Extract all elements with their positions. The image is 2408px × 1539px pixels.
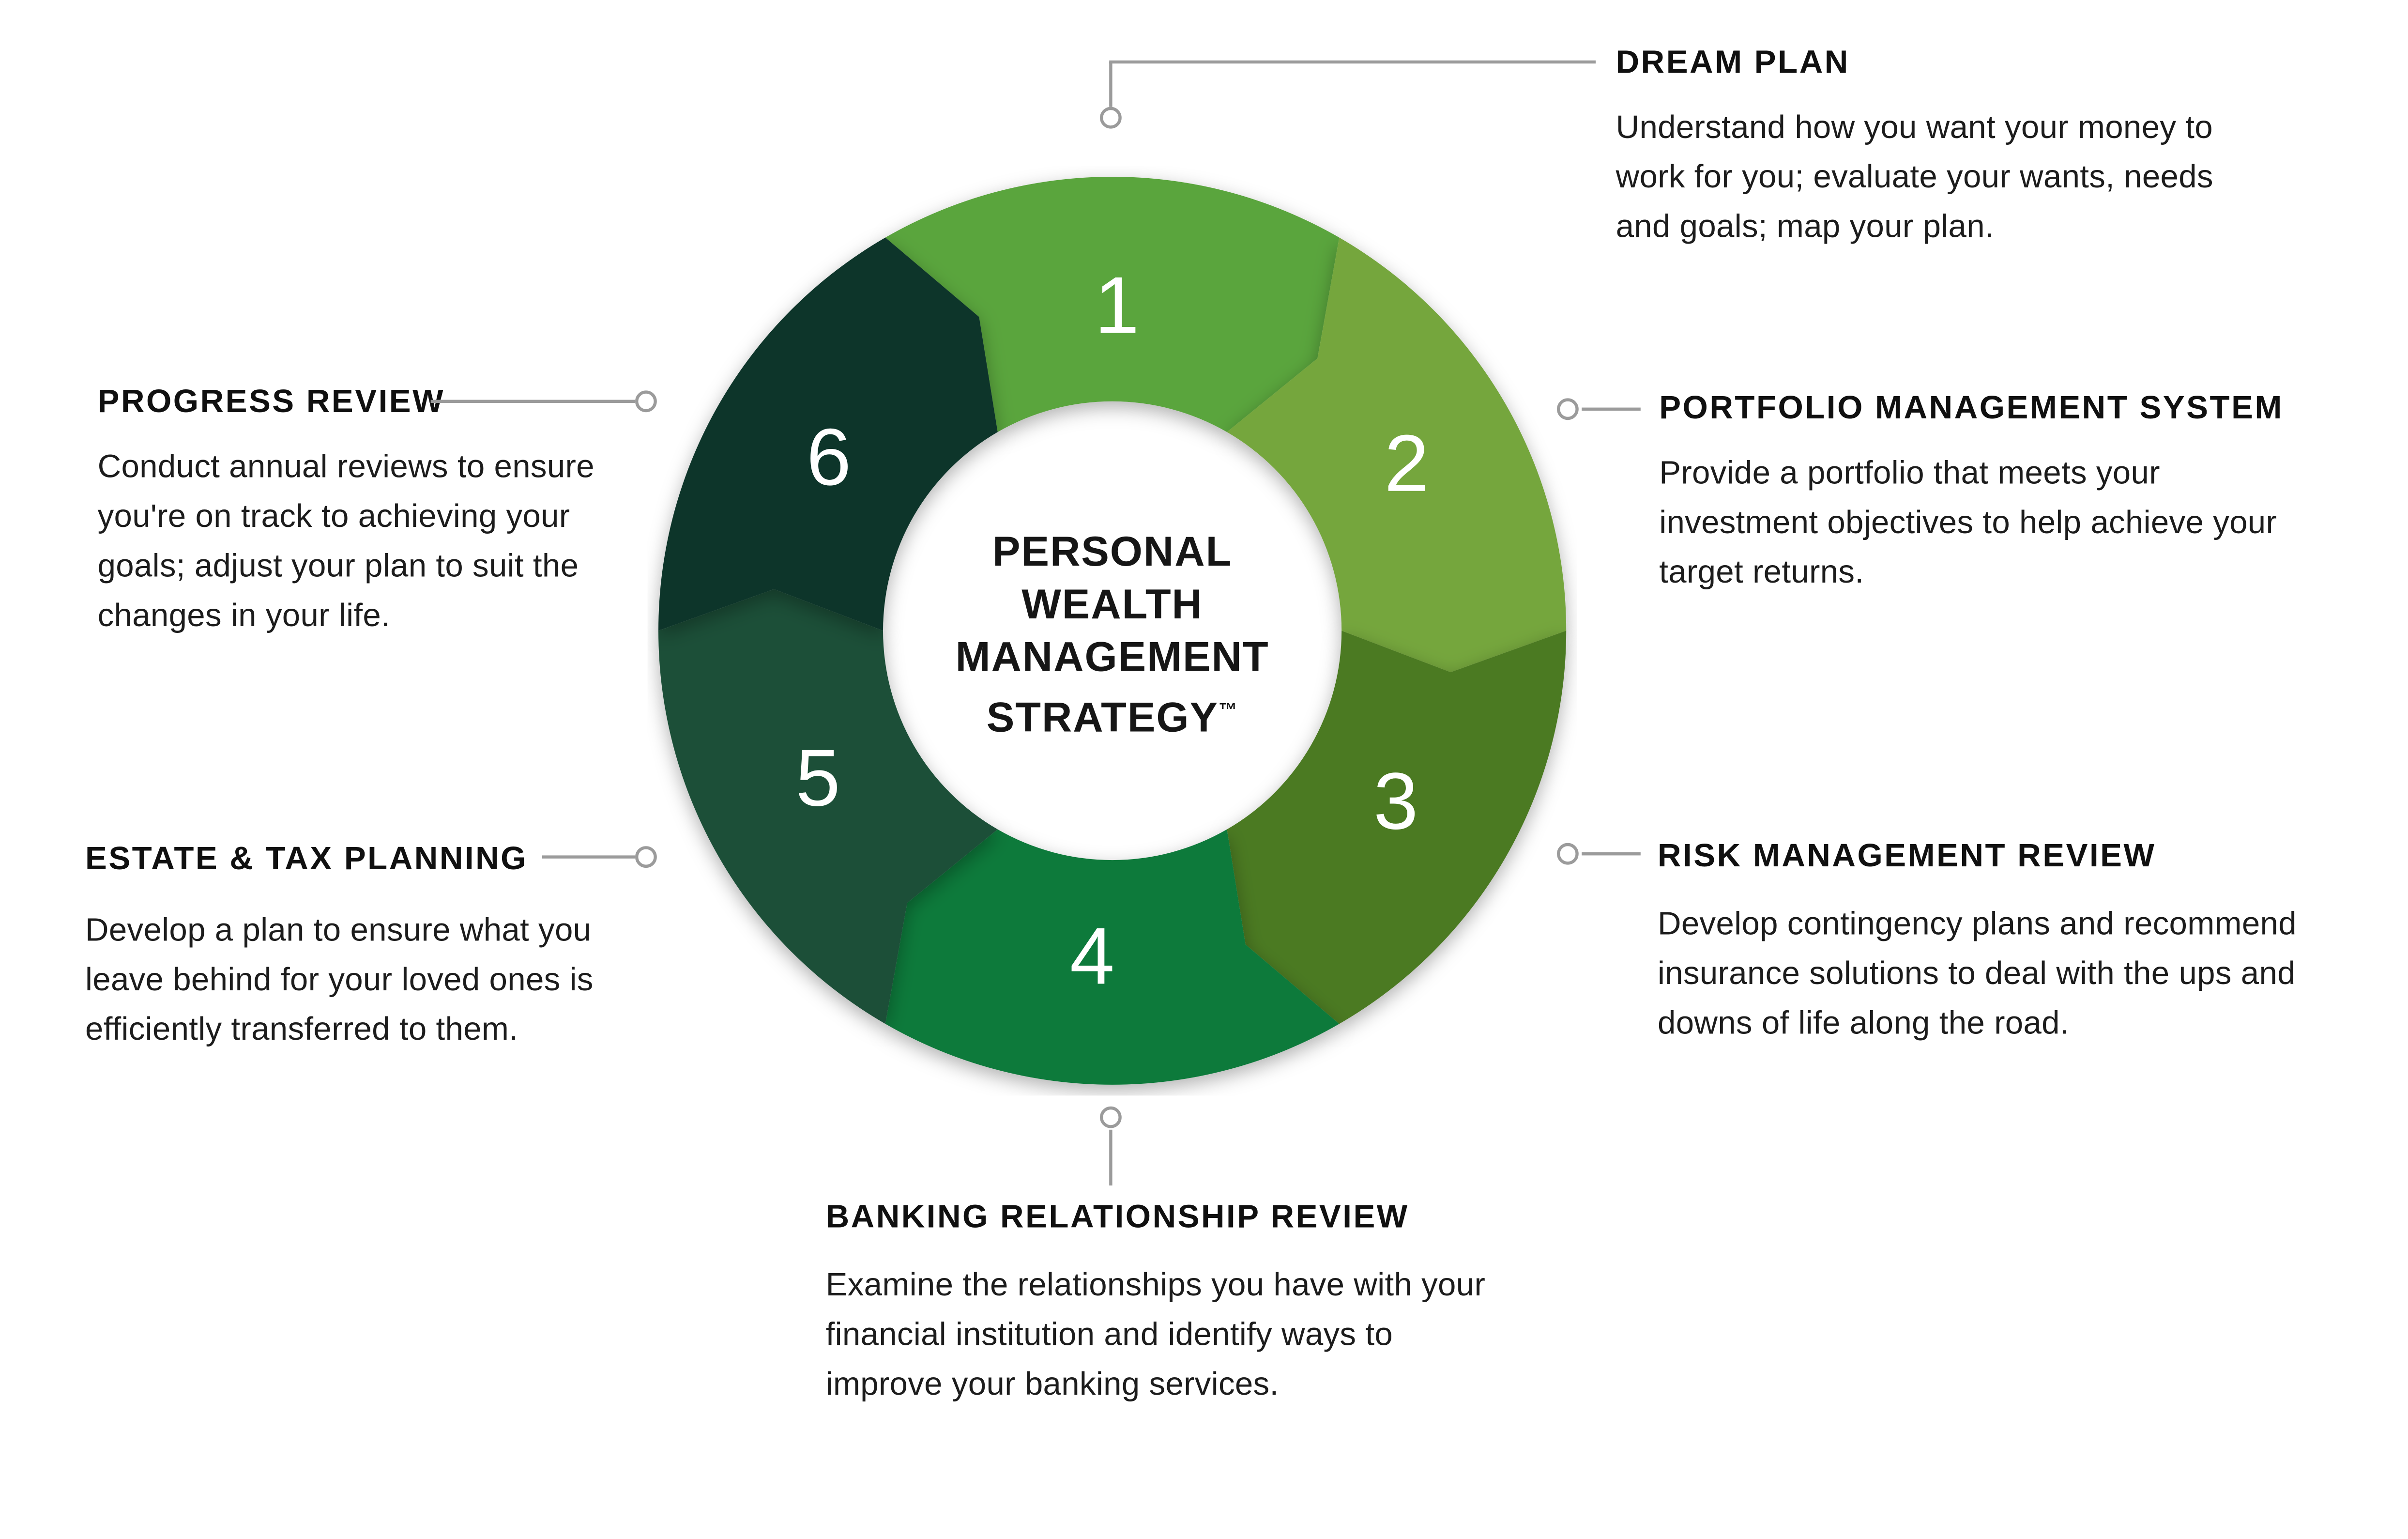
cycle-diagram: 1 2 3 4 5 6 bbox=[658, 176, 1567, 1085]
callout-dream-plan: DREAM PLAN Understand how you want your … bbox=[1616, 44, 2248, 253]
segment-4-shape bbox=[885, 829, 1340, 1085]
portfolio-connector-hline bbox=[1582, 407, 1641, 411]
segment-5-shape bbox=[658, 589, 998, 1024]
segment-3-number: 3 bbox=[1373, 756, 1418, 846]
center-title-line-4: STRATEGY™ bbox=[880, 683, 1345, 744]
segment-2-shape bbox=[1227, 237, 1567, 673]
estate-connector-hline bbox=[542, 855, 635, 859]
center-title-line-2: WEALTH bbox=[1021, 581, 1203, 628]
banking-connector-dot bbox=[1100, 1106, 1122, 1128]
segment-6-number: 6 bbox=[807, 412, 852, 502]
banking-connector-vline bbox=[1109, 1129, 1112, 1185]
callout-banking: BANKING RELATIONSHIP REVIEW Examine the … bbox=[826, 1198, 1508, 1411]
risk-body: Develop contingency plans and recommend … bbox=[1658, 907, 2297, 1042]
risk-connector-hline bbox=[1582, 852, 1641, 855]
risk-title: RISK MANAGEMENT REVIEW bbox=[1658, 838, 2156, 874]
dream-plan-body: Understand how you want your money to wo… bbox=[1615, 110, 2213, 246]
dream-plan-connector-hline bbox=[1109, 60, 1596, 63]
segment-2-number: 2 bbox=[1384, 418, 1429, 508]
segment-4-number: 4 bbox=[1070, 911, 1115, 1001]
center-title-line-1: PERSONAL bbox=[992, 528, 1233, 575]
segment-1-number: 1 bbox=[1095, 260, 1140, 350]
estate-body: Develop a plan to ensure what you leave … bbox=[85, 913, 594, 1048]
callout-portfolio: PORTFOLIO MANAGEMENT SYSTEM Provide a po… bbox=[1659, 389, 2284, 599]
center-title-strategy: STRATEGY bbox=[986, 694, 1219, 741]
trademark-symbol: ™ bbox=[1219, 699, 1238, 721]
progress-title: PROGRESS REVIEW bbox=[97, 384, 445, 420]
callout-risk: RISK MANAGEMENT REVIEW Develop contingen… bbox=[1658, 837, 2358, 1049]
estate-connector-dot bbox=[635, 846, 657, 868]
dream-plan-title: DREAM PLAN bbox=[1615, 45, 1850, 81]
progress-connector-dot bbox=[635, 390, 657, 413]
dream-plan-connector-dot bbox=[1100, 107, 1122, 129]
segment-5-number: 5 bbox=[795, 733, 840, 823]
callout-estate: ESTATE & TAX PLANNING Develop a plan to … bbox=[85, 840, 640, 1055]
segment-1-shape bbox=[885, 176, 1340, 432]
callout-progress: PROGRESS REVIEW Conduct annual reviews t… bbox=[98, 383, 632, 642]
progress-connector-hline bbox=[430, 400, 635, 403]
progress-body: Conduct annual reviews to ensure you're … bbox=[97, 449, 594, 634]
dream-plan-connector-vline bbox=[1109, 62, 1112, 107]
banking-body: Examine the relationships you have with … bbox=[825, 1268, 1486, 1403]
center-title-line-3: MANAGEMENT bbox=[955, 633, 1269, 680]
segment-6-shape bbox=[658, 237, 998, 631]
risk-connector-dot bbox=[1557, 843, 1579, 865]
estate-title: ESTATE & TAX PLANNING bbox=[85, 841, 528, 877]
portfolio-body: Provide a portfolio that meets your inve… bbox=[1659, 456, 2277, 591]
portfolio-title: PORTFOLIO MANAGEMENT SYSTEM bbox=[1659, 390, 2284, 426]
banking-title: BANKING RELATIONSHIP REVIEW bbox=[825, 1199, 1409, 1235]
center-title: PERSONAL WEALTH MANAGEMENT STRATEGY™ bbox=[880, 525, 1345, 744]
portfolio-connector-dot bbox=[1557, 398, 1579, 420]
segment-3-shape bbox=[1227, 631, 1567, 1024]
